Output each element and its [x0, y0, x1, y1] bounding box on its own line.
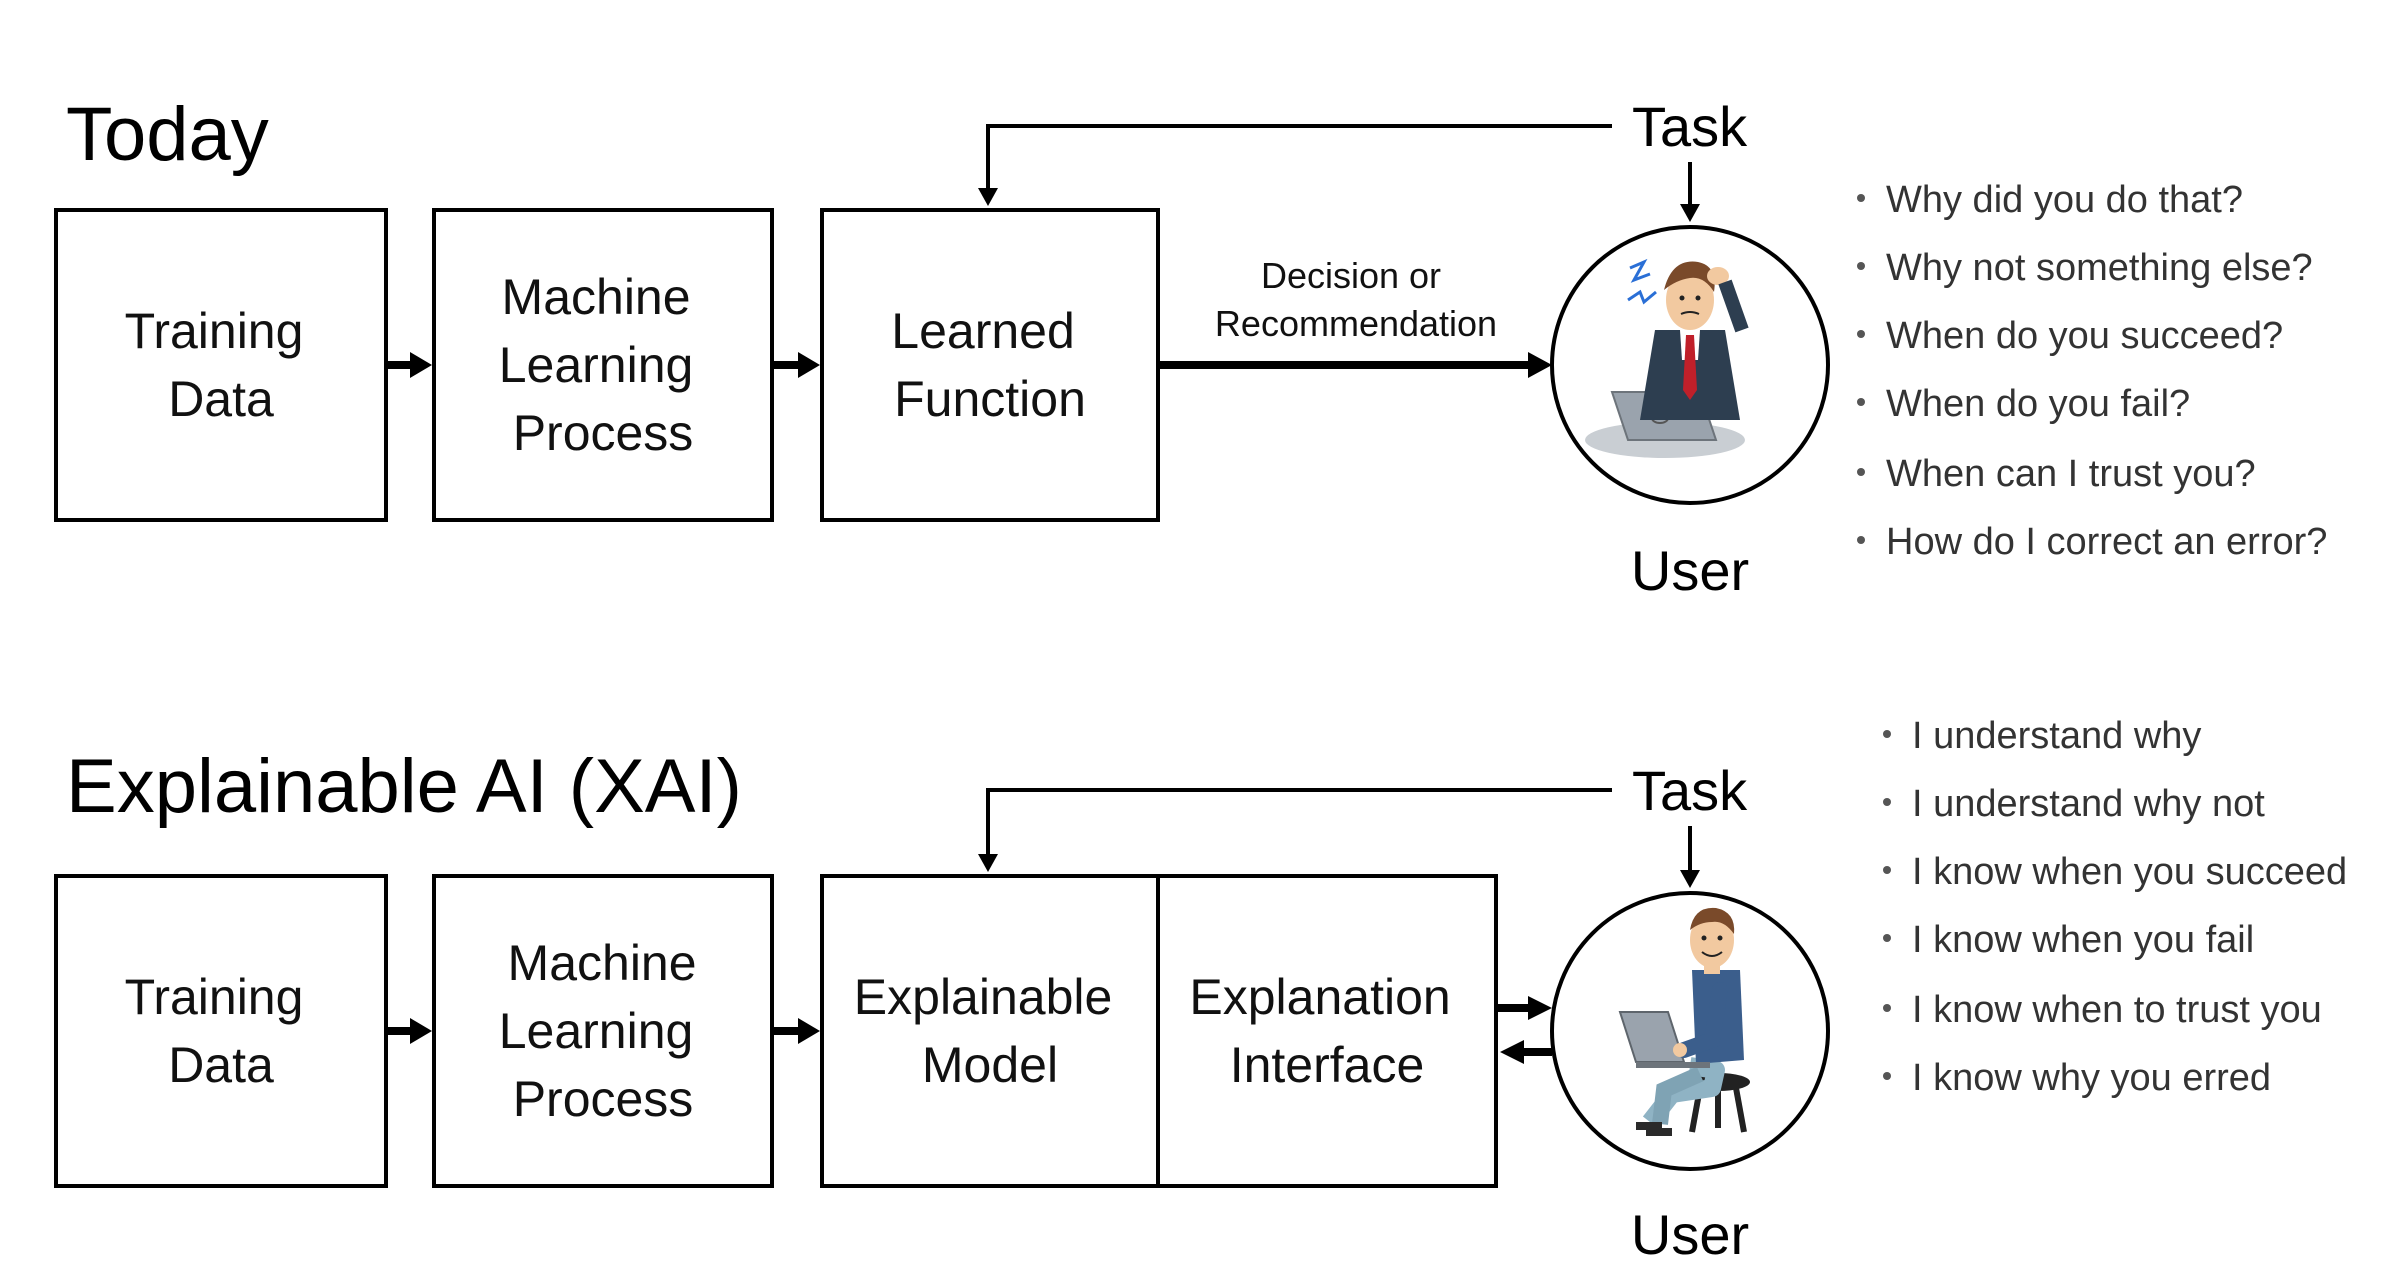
bullet: [1857, 330, 1865, 338]
xai-section: Explainable AI (XAI) Training Data Machi…: [54, 715, 2347, 1266]
interface-to-user-arrow: [1498, 996, 1552, 1020]
today-task-label: Task: [1632, 95, 1748, 158]
answer-item: I know why you erred: [1912, 1057, 2271, 1099]
xai-task-label: Task: [1632, 759, 1748, 822]
decision-arrow: [1158, 352, 1552, 378]
training-data-label: Training Data: [125, 303, 318, 427]
learned-function-label: Learned Function: [891, 303, 1088, 427]
today-user-label: User: [1631, 539, 1749, 602]
xai-user-label: User: [1631, 1203, 1749, 1266]
answer-item: I understand why: [1912, 715, 2201, 757]
explanation-interface-box: [1156, 874, 1498, 1188]
bullet: [1883, 730, 1891, 738]
question-item: Why not something else?: [1886, 247, 2313, 289]
today-title: Today: [66, 92, 269, 177]
xai-ml-process-box: [432, 874, 774, 1188]
question-item: When can I trust you?: [1886, 453, 2256, 495]
decision-label: Decision or Recommendation: [1215, 255, 1497, 344]
ml-process-box: [432, 208, 774, 522]
xai-task-to-user-arrow: [1680, 826, 1700, 888]
answer-item: I know when to trust you: [1912, 989, 2322, 1031]
xai-title: Explainable AI (XAI): [66, 744, 742, 829]
bullet: [1883, 934, 1891, 942]
arrow-ml-to-function: [772, 352, 820, 378]
xai-arrow-training-to-ml: [386, 1018, 432, 1044]
bullet: [1857, 194, 1865, 202]
xai-arrow-ml-to-model: [772, 1018, 820, 1044]
learned-function-box: [820, 208, 1160, 522]
xai-user-circle: [1550, 891, 1830, 1171]
xai-ml-process-label: Machine Learning Process: [499, 935, 711, 1127]
answer-item: I understand why not: [1912, 783, 2265, 825]
bullet: [1883, 798, 1891, 806]
bullet: [1857, 468, 1865, 476]
training-data-box: [54, 208, 388, 522]
xai-training-data-box: [54, 874, 388, 1188]
explanation-interface-label: Explanation Interface: [1189, 969, 1464, 1093]
happy-user-laptop-icon: [1618, 907, 1750, 1136]
stressed-businessman-icon: [1585, 258, 1749, 458]
question-item: How do I correct an error?: [1886, 521, 2327, 563]
answer-item: I know when you succeed: [1912, 851, 2347, 893]
xai-answers-list: I understand why I understand why not I …: [1883, 715, 2347, 1099]
explainable-model-label: Explainable Model: [854, 969, 1126, 1093]
today-section: Today Training Data Machine Learning Pro…: [54, 92, 2327, 602]
bullet: [1857, 262, 1865, 270]
today-questions-list: Why did you do that? Why not something e…: [1857, 179, 2327, 563]
question-item: When do you fail?: [1886, 383, 2190, 425]
task-to-user-arrow: [1680, 162, 1700, 222]
explainable-model-box: [820, 874, 1160, 1188]
xai-task-feedback-line: [978, 788, 1612, 872]
question-item: Why did you do that?: [1886, 179, 2243, 221]
question-item: When do you succeed?: [1886, 315, 2283, 357]
task-feedback-line: [978, 124, 1612, 206]
bullet: [1883, 1004, 1891, 1012]
bullet: [1857, 536, 1865, 544]
bullet: [1883, 1072, 1891, 1080]
xai-training-data-label: Training Data: [125, 969, 318, 1093]
arrow-training-to-ml: [386, 352, 432, 378]
ml-process-label: Machine Learning Process: [499, 269, 708, 461]
bullet: [1857, 398, 1865, 406]
answer-item: I know when you fail: [1912, 919, 2254, 961]
user-to-interface-arrow: [1500, 1040, 1552, 1064]
bullet: [1883, 866, 1891, 874]
